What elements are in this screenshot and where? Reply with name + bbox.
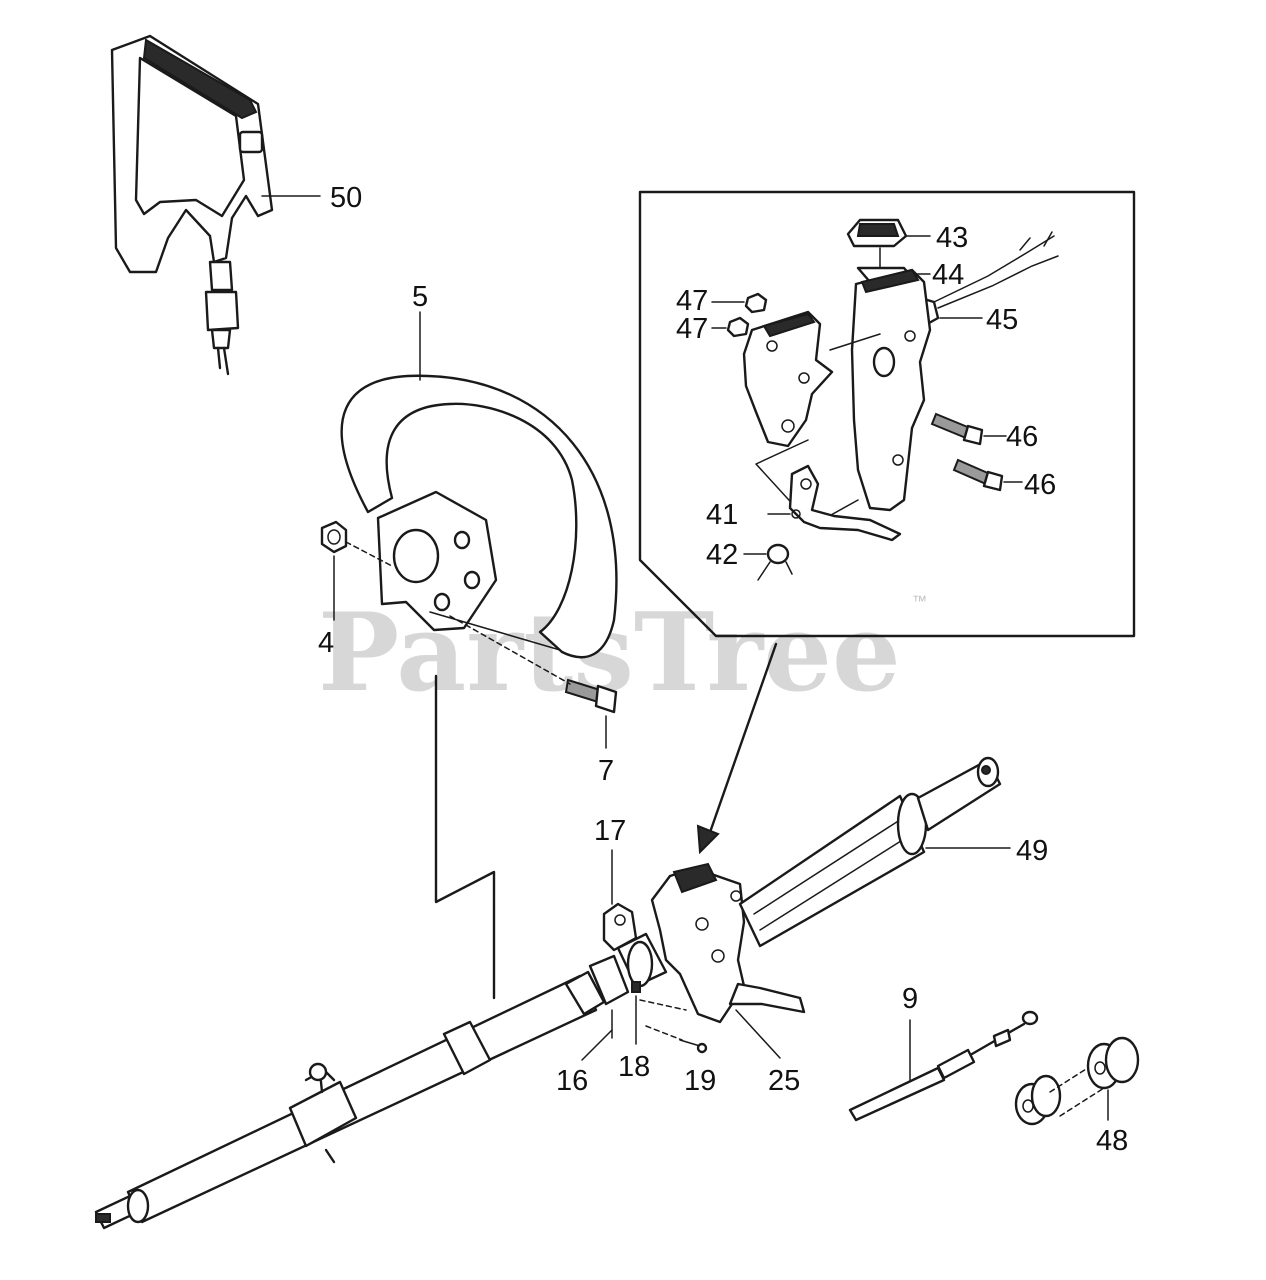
watermark-trademark: ™ (912, 593, 927, 610)
callout-25[interactable]: 25 (768, 1065, 800, 1097)
callout-48[interactable]: 48 (1096, 1125, 1128, 1157)
nut-part-47-lower[interactable] (726, 316, 750, 338)
callout-47-lower[interactable]: 47 (676, 313, 708, 345)
inset-frame (638, 190, 1136, 638)
callout-41[interactable]: 41 (706, 499, 738, 531)
loop-handle-part-5[interactable] (340, 374, 618, 659)
callout-7[interactable]: 7 (598, 755, 614, 787)
harness-part-50[interactable] (110, 34, 274, 376)
spring-part-42[interactable] (757, 543, 793, 581)
callout-16[interactable]: 16 (556, 1065, 588, 1097)
handle-position-line (434, 674, 496, 1000)
screw-part-19[interactable] (679, 1039, 708, 1054)
callout-50[interactable]: 50 (330, 182, 362, 214)
inset-arrow-line (706, 642, 778, 840)
grip-part-49[interactable] (738, 756, 1002, 948)
callout-5[interactable]: 5 (412, 281, 428, 313)
inset-arrow-head (696, 824, 720, 855)
screw-part-46-upper[interactable] (930, 412, 984, 446)
callout-9[interactable]: 9 (902, 983, 918, 1015)
housing-assembly-part-25[interactable] (650, 862, 806, 1024)
cable-part-9[interactable] (848, 1010, 1039, 1122)
callout-42[interactable]: 42 (706, 539, 738, 571)
callout-46-lower[interactable]: 46 (1024, 469, 1056, 501)
bolt-part-7[interactable] (564, 678, 618, 714)
callout-49[interactable]: 49 (1016, 835, 1048, 867)
nut-part-4[interactable] (320, 520, 348, 554)
left-housing-half[interactable] (742, 310, 834, 448)
callout-4[interactable]: 4 (318, 627, 334, 659)
throttle-trigger-part-41[interactable] (788, 464, 902, 542)
grommet-part-48[interactable] (1014, 1036, 1140, 1126)
callout-17[interactable]: 17 (594, 815, 626, 847)
drive-shaft-tube[interactable] (94, 974, 598, 1230)
clamp-part-16[interactable] (564, 954, 630, 1016)
callout-19[interactable]: 19 (684, 1065, 716, 1097)
nut-part-47-upper[interactable] (744, 292, 768, 314)
callout-46-upper[interactable]: 46 (1006, 421, 1038, 453)
right-housing-half[interactable] (850, 268, 932, 512)
collar-part-18[interactable] (616, 932, 668, 993)
callout-43[interactable]: 43 (936, 222, 968, 254)
callout-44[interactable]: 44 (932, 259, 964, 291)
switch-cover-part-43[interactable] (846, 218, 908, 248)
screw-part-46-lower[interactable] (952, 458, 1004, 492)
callout-18[interactable]: 18 (618, 1051, 650, 1083)
callout-45[interactable]: 45 (986, 304, 1018, 336)
callout-47-upper[interactable]: 47 (676, 285, 708, 317)
